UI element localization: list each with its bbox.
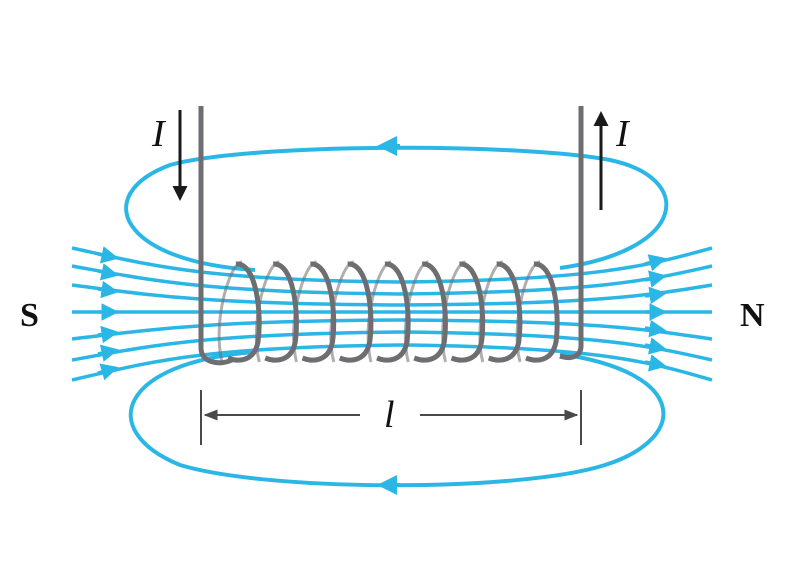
- top-return-loop: [124, 145, 669, 272]
- north-pole-label: N: [740, 297, 765, 334]
- wire-leads: [198, 106, 584, 366]
- length-dimension: [200, 390, 582, 445]
- coil-turn: [264, 261, 299, 363]
- coil-turn: [413, 261, 448, 363]
- coil-turn: [487, 261, 523, 363]
- length-label: l: [384, 394, 395, 436]
- coil-turn: [525, 261, 560, 363]
- current-out-label: I: [615, 113, 631, 155]
- right-lead-wire: [559, 106, 584, 361]
- coil-turn: [450, 261, 486, 363]
- bottom-return-loop: [128, 350, 666, 488]
- coil-turn: [227, 261, 262, 363]
- south-pole-label: S: [20, 297, 39, 334]
- left-lead-wire: [198, 106, 233, 366]
- axial-field-lines: [71, 246, 713, 382]
- coil-turn: [338, 261, 374, 363]
- coil-turn: [376, 261, 411, 363]
- current-arrows: [172, 110, 609, 210]
- coil-turn: [301, 261, 337, 363]
- coil-winding: [217, 260, 560, 363]
- current-in-label: I: [151, 113, 167, 155]
- return-field-lines: [124, 136, 669, 495]
